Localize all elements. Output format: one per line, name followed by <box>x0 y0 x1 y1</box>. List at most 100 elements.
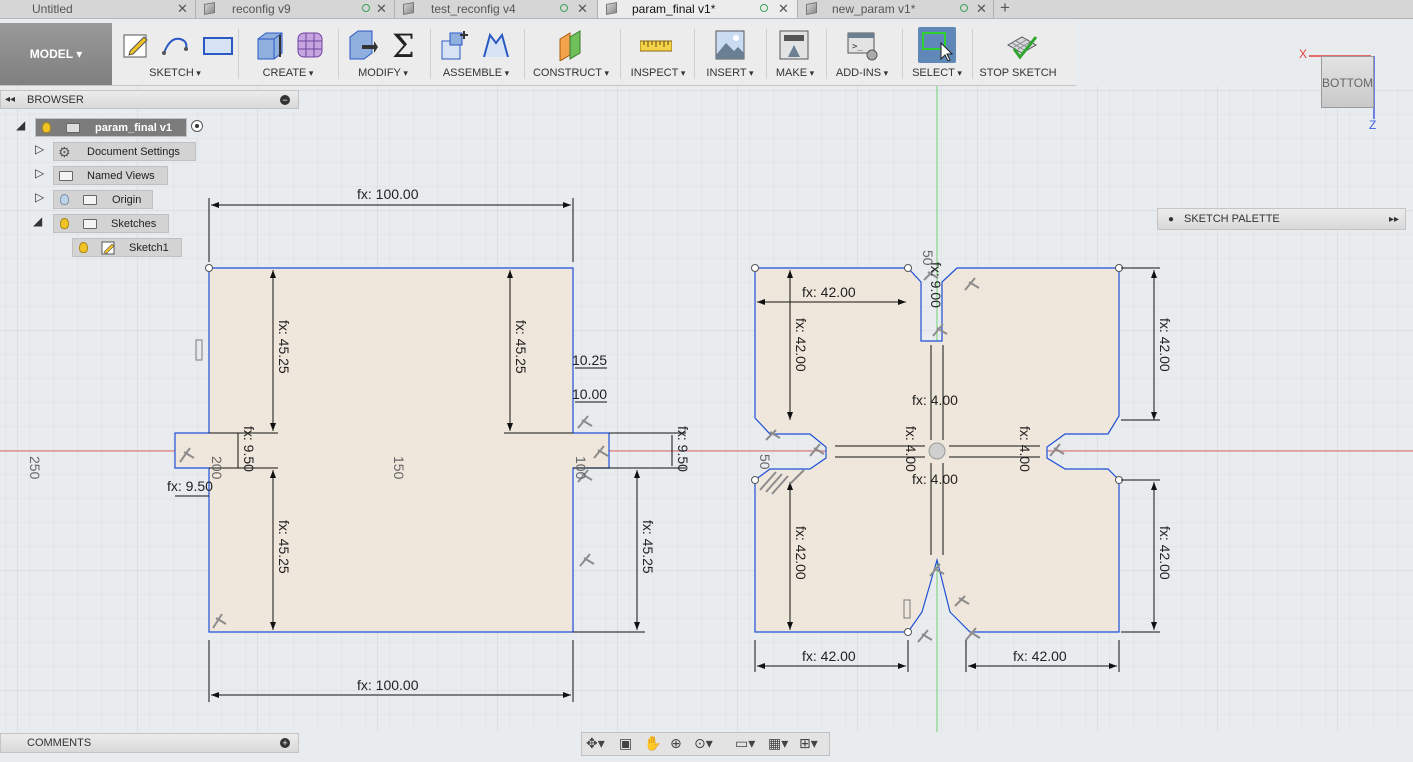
close-icon[interactable]: ✕ <box>778 1 789 16</box>
dim-left-tab-height[interactable]: fx: 9.50 <box>241 426 257 472</box>
inspect-menu[interactable]: INSPECT <box>626 23 690 85</box>
measure-icon[interactable] <box>640 29 672 61</box>
dim-r-bottom-right-width[interactable]: fx: 42.00 <box>1013 648 1067 664</box>
dim-left-lower-height[interactable]: fx: 45.25 <box>276 520 292 574</box>
parameters-sigma-icon[interactable]: Σ <box>388 29 420 61</box>
stop-sketch-icon[interactable] <box>1006 29 1038 61</box>
sketch-origin-point[interactable] <box>928 442 946 460</box>
dim-r-center-4-left[interactable]: fx: 4.00 <box>903 426 919 472</box>
design-canvas[interactable]: fx: 100.00 fx: 100.00 fx: 45.25 fx: 45.2… <box>0 86 1413 732</box>
pan-hand-icon[interactable]: ✋ <box>644 735 662 751</box>
browser-item-sketches[interactable]: Sketches <box>53 214 169 233</box>
add-comment-icon[interactable]: + <box>280 738 290 748</box>
new-component-icon[interactable] <box>438 29 470 61</box>
comments-panel-header[interactable]: COMMENTS + <box>0 733 299 753</box>
dim-r-top-left-width[interactable]: fx: 42.00 <box>802 284 856 300</box>
select-menu[interactable]: SELECT <box>906 23 968 85</box>
rectangle-tool-icon[interactable] <box>202 29 234 61</box>
browser-item-sketch1[interactable]: Sketch1 <box>72 238 182 257</box>
viewports-icon[interactable]: ⊞▾ <box>799 735 818 751</box>
dim-r-center-4-upper[interactable]: fx: 4.00 <box>912 392 958 408</box>
tab-untitled[interactable]: Untitled ✕ <box>0 0 196 18</box>
sketch-menu[interactable]: SKETCH <box>116 23 234 85</box>
dim-r-center-4-right[interactable]: fx: 4.00 <box>1017 426 1033 472</box>
make-menu[interactable]: MAKE <box>770 23 820 85</box>
sketch-palette-header[interactable]: ● SKETCH PALETTE ▸▸ <box>1157 208 1406 230</box>
minimize-icon[interactable]: − <box>280 95 290 105</box>
visibility-bulb-icon[interactable] <box>42 122 51 133</box>
viewcube-bottom-face[interactable]: BOTTOM <box>1321 56 1374 108</box>
close-icon[interactable]: ✕ <box>577 1 588 16</box>
dim-r-center-4-lower[interactable]: fx: 4.00 <box>912 471 958 487</box>
close-icon[interactable]: ✕ <box>177 1 188 16</box>
tab-reconfig-v9[interactable]: reconfig v9 ✕ <box>196 0 395 18</box>
visibility-bulb-icon[interactable] <box>79 242 88 253</box>
fit-view-icon[interactable]: ⊙▾ <box>694 735 713 751</box>
modify-menu[interactable]: Σ MODIFY <box>342 23 424 85</box>
close-icon[interactable]: ✕ <box>376 1 387 16</box>
dim-left-upper-height-b[interactable]: fx: 45.25 <box>513 320 529 374</box>
dim-r-bottom-left-width[interactable]: fx: 42.00 <box>802 648 856 664</box>
collapse-panel-icon[interactable]: ◂◂ <box>5 94 16 105</box>
dim-r-top-right-height[interactable]: fx: 42.00 <box>1157 318 1173 372</box>
stop-sketch-button[interactable]: STOP SKETCH <box>976 23 1060 85</box>
browser-item-named-views[interactable]: Named Views <box>53 166 168 185</box>
insert-image-icon[interactable] <box>714 29 746 61</box>
sketch-point[interactable] <box>205 264 213 272</box>
dim-r-bottom-left-height[interactable]: fx: 42.00 <box>793 526 809 580</box>
joint-icon[interactable] <box>480 29 512 61</box>
sketch-points-right[interactable] <box>751 264 1123 636</box>
expand-panel-icon[interactable]: ▸▸ <box>1388 214 1399 225</box>
orbit-icon[interactable]: ✥▾ <box>586 735 605 751</box>
activate-radio-icon[interactable] <box>191 120 203 132</box>
browser-panel-header[interactable]: ◂◂ BROWSER − <box>0 90 299 109</box>
expand-triangle-icon[interactable]: ▷ <box>35 190 45 204</box>
browser-root-component[interactable]: param_final v1 <box>35 118 187 137</box>
look-at-icon[interactable]: ▣ <box>619 735 633 751</box>
tab-param-final-v1[interactable]: param_final v1* ✕ <box>598 0 798 18</box>
dim-r-bottom-right-height[interactable]: fx: 42.00 <box>1157 526 1173 580</box>
expand-triangle-icon[interactable]: ▷ <box>35 142 45 156</box>
visibility-bulb-icon[interactable] <box>60 194 69 205</box>
form-icon[interactable] <box>294 29 326 61</box>
offset-plane-icon[interactable] <box>554 29 586 61</box>
add-ins-menu[interactable]: >_ ADD-INS <box>830 23 894 85</box>
dim-r-top-left-height[interactable]: fx: 42.00 <box>793 318 809 372</box>
dim-left-upper-height-a[interactable]: fx: 45.25 <box>276 320 292 374</box>
left-sketch-profile[interactable] <box>174 267 610 633</box>
extrude-icon[interactable] <box>254 29 286 61</box>
zoom-icon[interactable]: ⊕ <box>670 735 682 751</box>
dim-notch-top[interactable]: 10.25 <box>572 352 607 368</box>
workspace-switcher-button[interactable]: MODEL ▾ <box>0 23 112 85</box>
dim-left-width-bottom[interactable]: fx: 100.00 <box>357 677 419 693</box>
select-cursor-icon[interactable] <box>921 29 953 61</box>
dim-right-notch-height[interactable]: fx: 45.25 <box>640 520 656 574</box>
display-settings-icon[interactable]: ▭▾ <box>735 735 756 751</box>
scripts-icon[interactable]: >_ <box>846 29 878 61</box>
3d-print-icon[interactable] <box>778 29 810 61</box>
pin-icon[interactable]: ● <box>1168 214 1175 225</box>
expand-triangle-icon[interactable]: ▷ <box>35 166 45 180</box>
visibility-bulb-icon[interactable] <box>60 218 69 229</box>
collapse-triangle-icon[interactable]: ◢ <box>33 214 43 228</box>
create-sketch-icon[interactable] <box>120 29 152 61</box>
press-pull-icon[interactable] <box>346 29 378 61</box>
dim-right-tab-height[interactable]: fx: 9.50 <box>675 426 691 472</box>
browser-item-origin[interactable]: Origin <box>53 190 153 209</box>
tab-test-reconfig-v4[interactable]: test_reconfig v4 ✕ <box>395 0 598 18</box>
close-icon[interactable]: ✕ <box>976 1 987 16</box>
collapse-triangle-icon[interactable]: ◢ <box>16 118 26 132</box>
tab-new-param-v1[interactable]: new_param v1* ✕ <box>798 0 994 18</box>
dim-notch-mid[interactable]: 10.00 <box>572 386 607 402</box>
create-menu[interactable]: CREATE <box>246 23 330 85</box>
new-tab-button[interactable]: + <box>1000 0 1010 17</box>
assemble-menu[interactable]: ASSEMBLE <box>436 23 516 85</box>
dim-left-tab-width[interactable]: fx: 9.50 <box>167 478 213 494</box>
construct-menu[interactable]: CONSTRUCT <box>530 23 612 85</box>
dim-left-width-top[interactable]: fx: 100.00 <box>357 186 419 202</box>
dim-r-slot-9[interactable]: fx: 9.00 <box>928 262 944 308</box>
insert-menu[interactable]: INSERT <box>700 23 760 85</box>
browser-item-document-settings[interactable]: ⚙ Document Settings <box>53 142 196 161</box>
line-tool-icon[interactable] <box>160 29 192 61</box>
grid-settings-icon[interactable]: ▦▾ <box>768 735 789 751</box>
